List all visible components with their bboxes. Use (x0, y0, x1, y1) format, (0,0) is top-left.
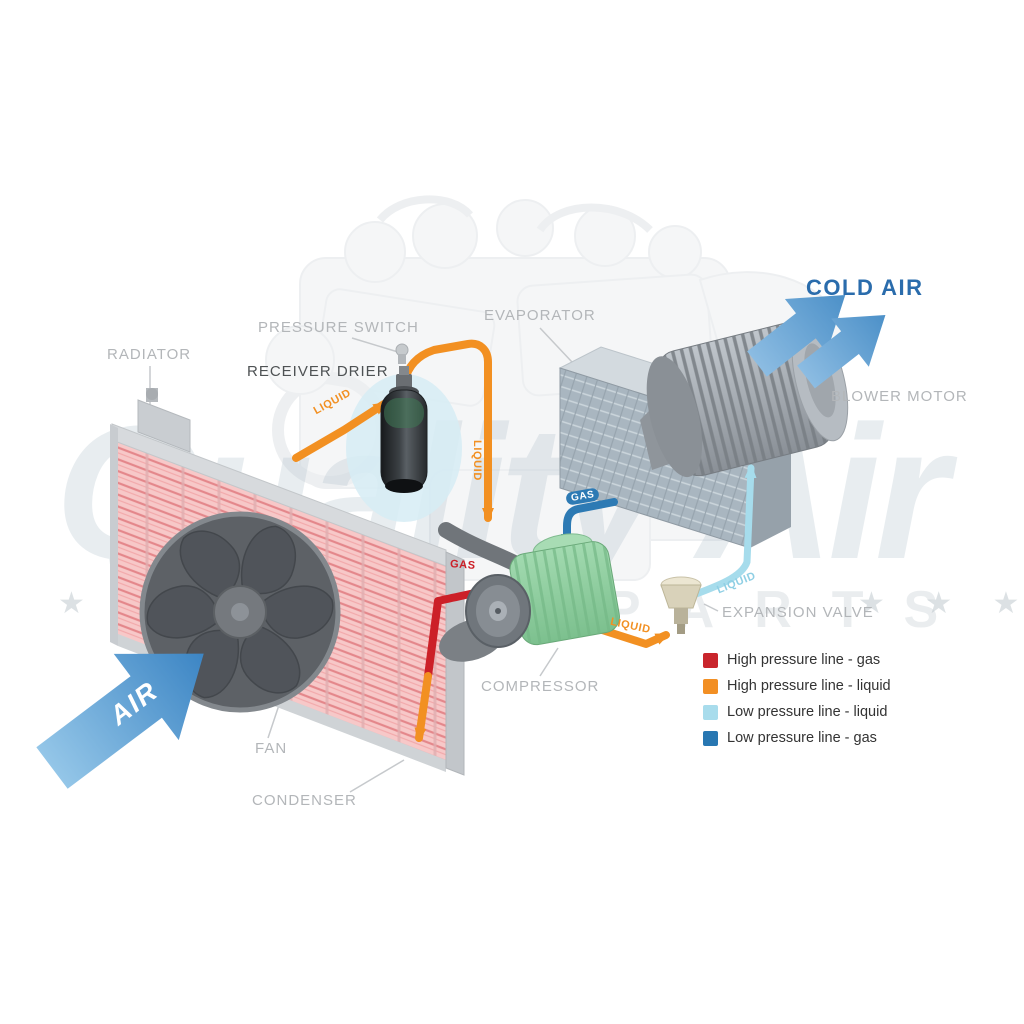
pipe-into-condenser (414, 672, 432, 742)
label-compressor: COMPRESSOR (481, 678, 600, 695)
label-condenser: CONDENSER (252, 792, 357, 809)
expansion-valve (660, 576, 702, 634)
pipe-to-expansion-valve (592, 624, 670, 648)
label-receiver-drier: RECEIVER DRIER (247, 363, 389, 380)
pipe-condenser-to-drier (292, 400, 388, 462)
legend: High pressure line - gas High pressure l… (703, 652, 891, 756)
pipe-label-gas-discharge: GAS (449, 558, 477, 572)
legend-swatch-red (703, 652, 718, 668)
legend-label: Low pressure line - gas (727, 730, 877, 746)
air-flow-arrow (36, 653, 204, 789)
radiator (137, 388, 191, 453)
leader-line-pressure-switch (351, 337, 399, 353)
leader-line-expansion-valve (703, 603, 719, 612)
compressor (465, 533, 620, 648)
leader-line-fan (267, 701, 281, 739)
label-radiator: RADIATOR (107, 346, 192, 363)
label-pressure-switch: PRESSURE SWITCH (258, 319, 419, 336)
label-cold-air: COLD AIR (806, 275, 924, 300)
receiver-drier (380, 366, 428, 493)
cold-air-arrows (747, 295, 886, 389)
legend-item-high-pressure-liquid: High pressure line - liquid (703, 678, 891, 694)
leader-lines (149, 327, 829, 793)
leader-line-evaporator (539, 327, 573, 363)
leader-line-compressor (539, 647, 559, 677)
legend-item-high-pressure-gas: High pressure line - gas (703, 652, 891, 668)
legend-swatch-orange (703, 678, 718, 694)
legend-item-low-pressure-gas: Low pressure line - gas (703, 730, 891, 746)
pipe-low-pressure-gas (561, 498, 618, 548)
legend-swatch-blue (703, 730, 718, 746)
label-evaporator: EVAPORATOR (484, 307, 596, 324)
label-expansion-valve: EXPANSION VALVE (722, 604, 874, 621)
pipe-label-liquid-vertical: LIQUID (471, 440, 483, 481)
watermark-stars-right: ★ ★ ★ (858, 587, 1024, 620)
label-fan: FAN (255, 740, 288, 757)
legend-swatch-lightblue (703, 704, 718, 720)
legend-label: High pressure line - liquid (727, 678, 891, 694)
legend-label: Low pressure line - liquid (727, 704, 888, 720)
legend-item-low-pressure-liquid: Low pressure line - liquid (703, 704, 891, 720)
legend-label: High pressure line - gas (727, 652, 881, 668)
pressure-switch (395, 343, 409, 364)
leader-line-condenser (349, 759, 405, 793)
label-blower-motor: BLOWER MOTOR (831, 388, 968, 405)
